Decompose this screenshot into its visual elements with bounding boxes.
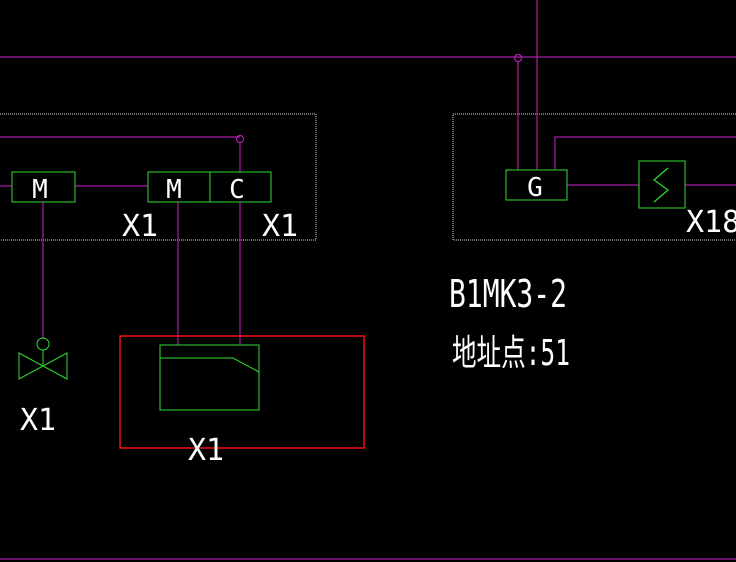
module-address: 地址点:51 [452, 333, 570, 374]
right-module-box[interactable] [452, 113, 736, 241]
x1-box-label: X1 [188, 433, 224, 468]
switch-device-symbol[interactable] [159, 344, 260, 411]
valve-symbol[interactable] [18, 337, 68, 380]
x1-left-module-label: X1 [122, 209, 158, 244]
g-symbol[interactable]: G [505, 169, 568, 203]
wire-g-right-top [554, 136, 736, 170]
x1-right-module-label: X1 [262, 209, 298, 244]
s-symbol[interactable] [638, 160, 686, 209]
c-label: C [229, 175, 245, 205]
junction-dot-right [514, 54, 522, 62]
junction-dot-left [236, 135, 244, 143]
m1-label: M [32, 175, 48, 205]
highlight-box[interactable] [119, 335, 365, 449]
mc-symbol[interactable]: M C [147, 171, 272, 205]
module-name: B1MK3-2 [449, 272, 567, 316]
x1-valve-label: X1 [20, 403, 56, 438]
g-label: G [527, 173, 543, 203]
left-module-box[interactable] [0, 113, 317, 241]
m2-label: M [166, 175, 182, 205]
s-glyph-icon [653, 167, 669, 203]
x18-label: X18 [686, 205, 736, 240]
